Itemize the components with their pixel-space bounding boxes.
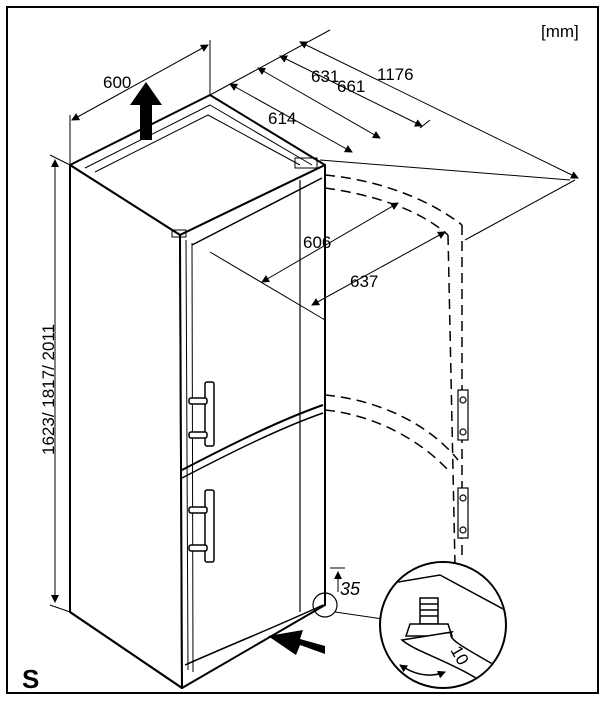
- hinge-brackets: [457, 389, 469, 539]
- label-clearance: 35: [340, 579, 361, 599]
- units-label: [mm]: [541, 22, 579, 41]
- airflow-in-arrow-icon: [268, 630, 325, 655]
- fridge-body: [69, 94, 326, 689]
- airflow-up-arrow-icon: [130, 82, 162, 140]
- airflow-arrows: [130, 82, 325, 655]
- label-door-606: 606: [303, 233, 331, 252]
- label-depth-631: 631: [311, 67, 339, 86]
- dimension-lines: [49, 29, 579, 613]
- label-heights: 1623/ 1817/ 2011: [39, 324, 58, 455]
- door-handles: [188, 381, 215, 563]
- label-depth-661: 661: [337, 77, 365, 96]
- label-width: 600: [103, 73, 131, 92]
- diagram-frame: [6, 6, 599, 694]
- dimension-labels: 600 631 661 1176 614 606 637 1623/ 1817/…: [39, 65, 414, 599]
- label-door-637: 637: [350, 272, 378, 291]
- variant-label: S: [22, 664, 39, 694]
- label-depth-1176: 1176: [377, 65, 414, 84]
- label-depth-614: 614: [268, 109, 296, 128]
